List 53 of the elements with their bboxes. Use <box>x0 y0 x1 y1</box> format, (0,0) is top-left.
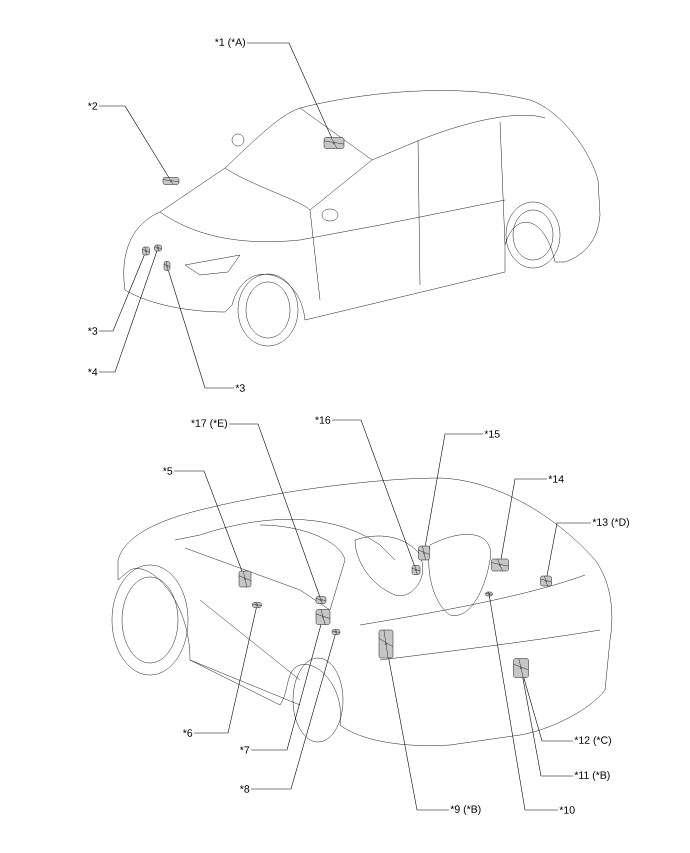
part-drawing <box>324 137 344 149</box>
leader-line <box>524 677 574 742</box>
leader-line <box>246 42 332 138</box>
callout-number: *12 (*C) <box>574 736 611 746</box>
leader-line <box>332 420 415 566</box>
part-drawing <box>513 658 529 678</box>
part-drawing <box>491 558 509 572</box>
callout-number: *1 (*A) <box>214 38 246 48</box>
part-drawing <box>332 629 340 635</box>
callout-number: *3 <box>88 327 98 335</box>
part-drawing <box>142 246 150 256</box>
leader-line <box>489 596 558 810</box>
leader-line <box>500 478 548 560</box>
part-drawing <box>485 592 493 596</box>
part-drawing <box>316 596 326 604</box>
leader-line <box>174 470 242 572</box>
callout-number: *11 (*B) <box>574 771 610 781</box>
leader-line <box>98 106 170 178</box>
callout-number: *10 <box>559 806 575 814</box>
leader-line <box>424 434 484 546</box>
part-drawing <box>154 244 162 252</box>
callout-number: *16 <box>315 416 330 424</box>
callout-number: *9 (*B) <box>450 805 481 815</box>
callout-number: *8 <box>240 785 250 793</box>
callout-number: *13 (*D) <box>592 518 629 528</box>
part-drawing <box>540 576 552 586</box>
callout-number: *14 <box>548 475 564 483</box>
part-drawing <box>418 546 430 560</box>
part-drawing <box>316 609 330 625</box>
part-drawing <box>378 630 394 658</box>
callout-number: *4 <box>88 368 98 376</box>
part-drawing <box>238 570 252 588</box>
leader-line <box>168 270 234 388</box>
leader-line <box>388 658 450 810</box>
part-drawing <box>412 565 420 575</box>
leader-line <box>228 424 320 597</box>
callout-number: *3 <box>235 384 245 392</box>
callout-number: *17 (*E) <box>191 419 228 429</box>
part-drawing <box>164 261 170 271</box>
part-drawing <box>162 177 180 185</box>
leader-line <box>546 522 592 576</box>
part-drawing <box>252 602 262 608</box>
leader-line <box>98 250 158 372</box>
leader-line <box>250 624 322 750</box>
leader-line <box>250 634 336 790</box>
leader-line <box>522 677 574 776</box>
callout-number: *15 <box>484 430 500 438</box>
leader-line <box>98 254 145 332</box>
leader-line <box>194 607 257 734</box>
callout-number: *7 <box>240 746 250 754</box>
callout-number: *6 <box>182 729 192 737</box>
callout-number: *5 <box>162 467 172 475</box>
callout-number: *2 <box>88 102 98 110</box>
